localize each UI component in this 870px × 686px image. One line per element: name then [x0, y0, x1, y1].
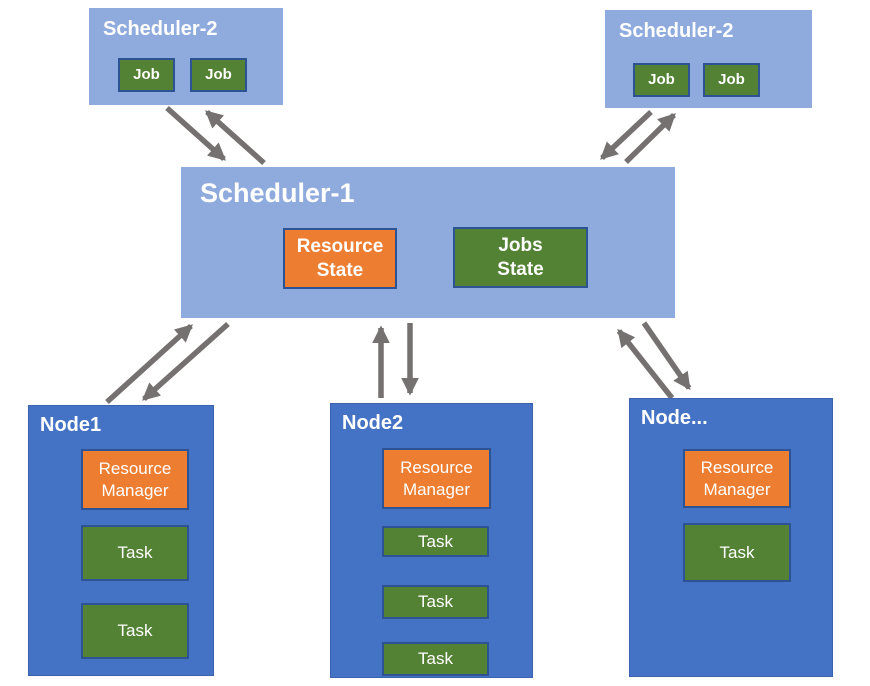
resource-manager-box: Resource Manager: [683, 449, 791, 508]
node2-title: Node2: [342, 412, 404, 434]
node1-title: Node1: [40, 414, 102, 436]
scheduler2-left-box: Scheduler-2 Job Job: [89, 8, 283, 105]
arrow-scheduler2right-to-scheduler1-icon: [600, 109, 653, 161]
arrow-node1-to-scheduler1-icon: [105, 323, 193, 405]
resource-state-box: Resource State: [283, 228, 397, 289]
job-box: Job: [190, 58, 247, 92]
node-ellipsis-box: Node... Resource Manager Task: [629, 398, 833, 677]
scheduler2-right-box: Scheduler-2 Job Job: [605, 10, 812, 108]
scheduler2-right-title: Scheduler-2: [619, 20, 734, 42]
arrow-scheduler1-to-node3-icon: [641, 321, 692, 391]
task-box: Task: [81, 525, 189, 581]
node2-box: Node2 Resource Manager Task Task Task: [330, 403, 533, 678]
job-box: Job: [118, 58, 175, 92]
task-box: Task: [81, 603, 189, 659]
arrow-scheduler1-to-node1-icon: [142, 321, 230, 402]
resource-manager-box: Resource Manager: [382, 448, 491, 509]
job-box: Job: [703, 63, 760, 97]
task-box: Task: [683, 523, 791, 582]
scheduler1-title: Scheduler-1: [200, 178, 355, 208]
scheduler1-box: Scheduler-1 Resource State Jobs State: [181, 167, 675, 318]
resource-manager-box: Resource Manager: [81, 449, 189, 510]
job-box: Job: [633, 63, 690, 97]
arrow-scheduler2left-to-scheduler1-icon: [165, 105, 226, 162]
task-box: Task: [382, 585, 489, 619]
arrow-scheduler1-to-scheduler2left-icon: [205, 109, 266, 166]
arrow-node3-to-scheduler1-icon: [616, 328, 675, 400]
arrow-scheduler1-to-scheduler2right-icon: [624, 113, 676, 164]
node1-box: Node1 Resource Manager Task Task: [28, 405, 214, 676]
task-box: Task: [382, 526, 489, 557]
task-box: Task: [382, 642, 489, 676]
scheduler2-left-title: Scheduler-2: [103, 18, 218, 40]
jobs-state-box: Jobs State: [453, 227, 588, 288]
node-ellipsis-title: Node...: [641, 407, 708, 429]
